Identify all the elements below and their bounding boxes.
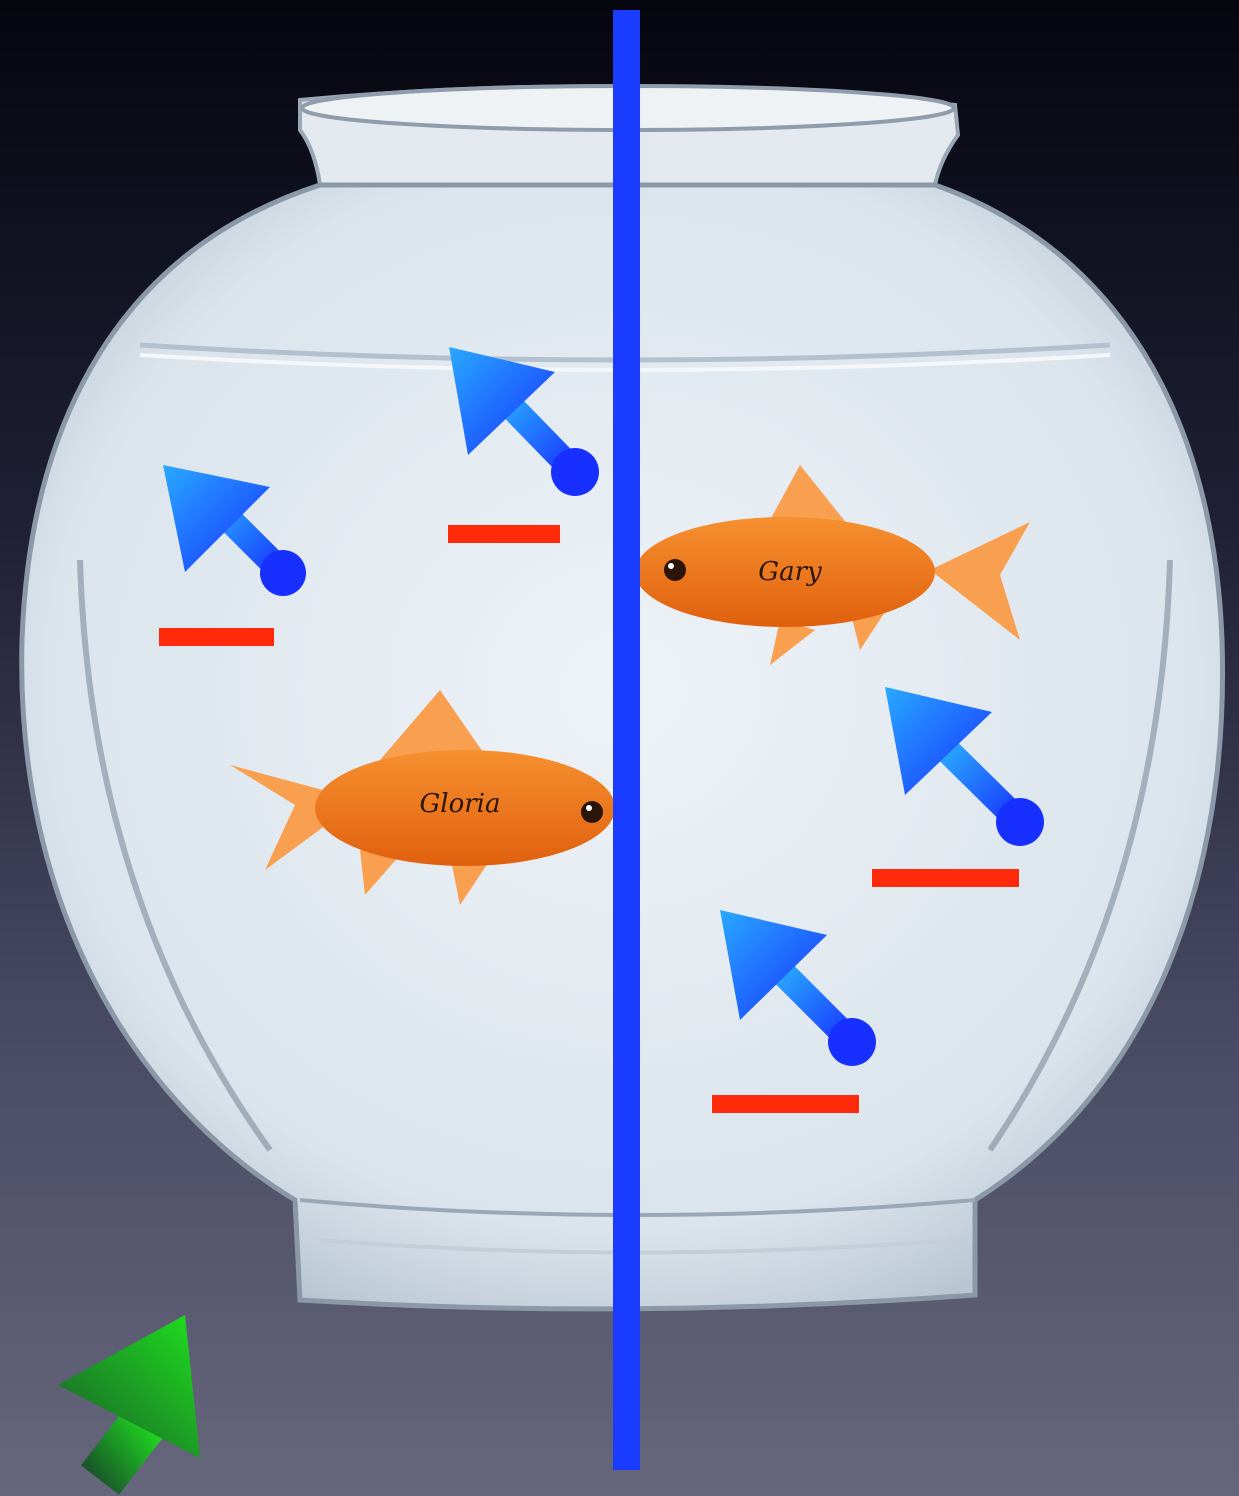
divider-line [613, 10, 640, 1470]
fish-name-gary: Gary [758, 557, 822, 587]
minus-bar-icon [159, 628, 274, 646]
fish-name-gloria: Gloria [420, 789, 501, 819]
minus-bar-icon [872, 869, 1019, 887]
minus-bar-icon [712, 1095, 859, 1113]
minus-bar-icon [448, 525, 560, 543]
green-arrow-icon [58, 1315, 200, 1480]
